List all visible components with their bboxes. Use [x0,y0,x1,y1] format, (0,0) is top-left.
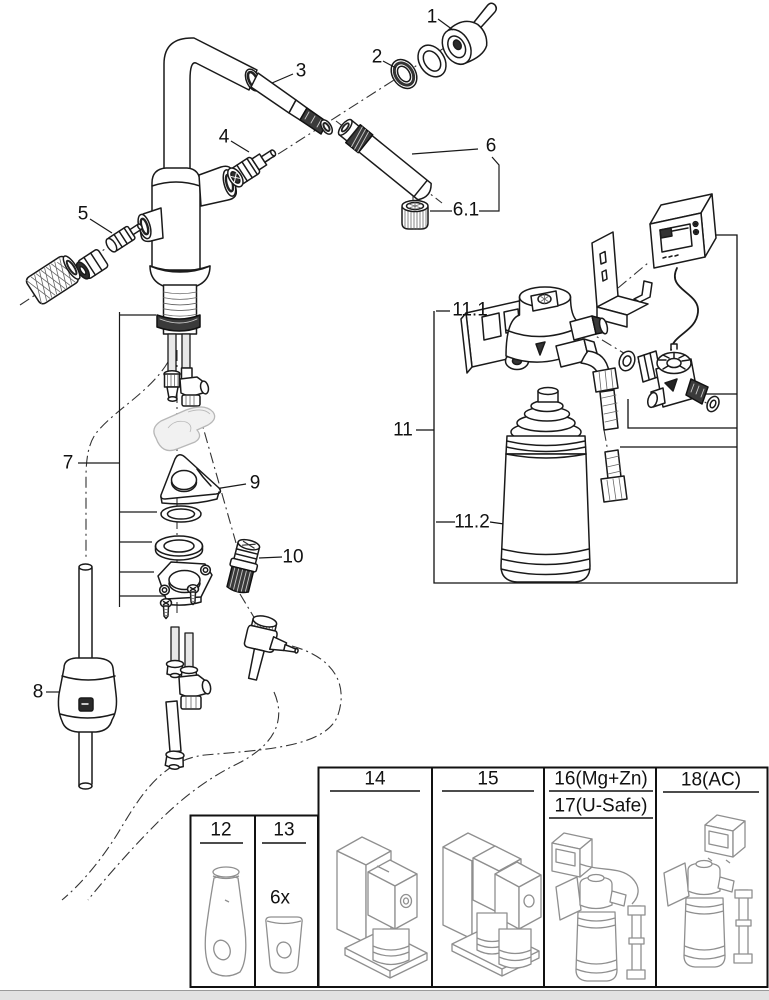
table-header-15: 15 [477,768,499,790]
handle-knob-drawing [441,2,498,66]
filter-cartridge-drawing [500,386,591,583]
callout-2: 2 [371,46,383,68]
variant-table-grid [317,766,769,988]
filter-assembly-box [416,234,738,584]
braided-hose-drawing [580,350,628,503]
callout-11: 11 [393,419,413,441]
hose-drawing [337,118,432,201]
callout-6-1: 6.1 [452,199,480,221]
callout-7: 7 [62,452,74,474]
table-header-18: 18(AC) [680,769,742,791]
footer-bar [0,990,769,1000]
check-valve-cartridge-drawing [226,538,261,594]
washer-flat-drawing [154,535,204,561]
mounting-triangle-drawing [160,454,222,505]
screws-drawing [159,584,200,620]
dispenser-single-drawing [336,836,428,979]
wall-bracket-drawing [591,231,653,328]
table-header-12: 12 [210,819,232,841]
table-header-14: 14 [364,768,386,790]
control-unit-drawing [649,193,717,351]
mounting-flange-drawing [157,561,213,606]
callout-6: 6 [485,135,497,157]
angle-valve-drawing [243,615,299,681]
filter-set-ac-drawing [663,814,753,968]
washer-oring-drawing [160,505,202,523]
hose-weight-drawing [57,563,118,790]
valve-cartridge-drawing [227,149,277,188]
flow-sensor-drawing [618,343,720,413]
callout-3: 3 [295,60,307,82]
faucet-supply-hoses-drawing [163,333,210,407]
sink-deck-ghost [153,406,216,452]
faucet-body-drawing [137,165,238,335]
callout-8: 8 [32,681,44,703]
callout-4: 4 [218,126,230,148]
glass-drawing [265,916,303,974]
aerator-drawing [401,199,429,230]
callout-5: 5 [77,203,89,225]
callout-9-leader [220,483,247,489]
table-header-17: 17(U-Safe) [554,795,648,817]
table-header-16: 16(Mg+Zn) [554,768,648,790]
callout-10: 10 [282,546,304,568]
callout-leaders-top [89,18,500,234]
lower-hose-fittings-drawing [164,626,212,770]
spout-tube-drawing [250,72,334,135]
callout-1: 1 [426,6,438,28]
callout-10-leader [258,556,283,559]
table-header-13: 13 [273,819,295,841]
filter-set-mg-drawing [551,832,646,982]
connector-set-drawing [25,223,143,305]
glass-quantity: 6x [269,887,291,909]
escutcheon-rings-drawing [390,44,447,90]
callout-11-2: 11.2 [454,511,490,533]
dispenser-double-drawing [442,832,542,977]
callout-9: 9 [249,472,261,494]
callout-7-leaders [78,312,178,607]
carafe-drawing [204,866,247,977]
callout-11-1: 11.1 [452,299,488,321]
